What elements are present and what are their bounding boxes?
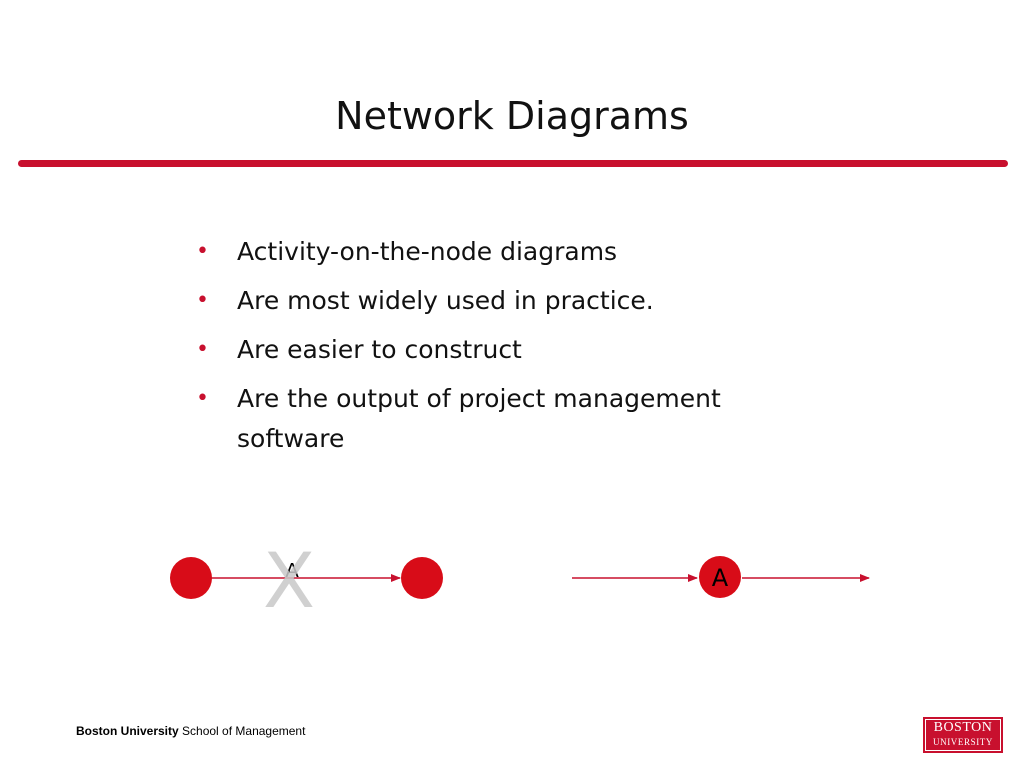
bullet-icon: •	[196, 288, 209, 313]
bullet-text: Are the output of project management sof…	[237, 384, 721, 453]
bullet-text: Are easier to construct	[237, 335, 522, 364]
footer-school: School of Management	[182, 724, 306, 738]
boston-university-logo: BOSTON UNIVERSITY	[923, 717, 1003, 753]
bullet-icon: •	[196, 239, 209, 264]
footer-institution: Boston University School of Management	[76, 724, 305, 738]
logo-line-2: UNIVERSITY	[933, 737, 993, 747]
bullet-text: Are most widely used in practice.	[237, 286, 654, 315]
network-diagram: A X A	[170, 536, 870, 625]
bullet-item: • Activity-on-the-node diagrams	[196, 232, 816, 272]
bullet-item: • Are the output of project management s…	[196, 379, 816, 459]
bullet-icon: •	[196, 386, 209, 411]
bullet-item: • Are easier to construct	[196, 330, 816, 370]
slide-title: Network Diagrams	[335, 94, 689, 138]
title-divider	[18, 160, 1008, 167]
bullet-icon: •	[196, 337, 209, 362]
logo-line-1: BOSTON	[933, 720, 993, 735]
aon-node-label: A	[712, 564, 729, 592]
aoa-activity-label: A	[285, 560, 299, 582]
aoa-start-node	[170, 557, 212, 599]
aoa-end-node	[401, 557, 443, 599]
footer-university: Boston University	[76, 724, 179, 738]
bullet-text: Activity-on-the-node diagrams	[237, 237, 618, 266]
cross-mark-icon: X	[263, 536, 315, 625]
bullet-item: • Are most widely used in practice.	[196, 281, 816, 321]
bullet-list: • Activity-on-the-node diagrams • Are mo…	[196, 232, 816, 468]
aon-node	[699, 556, 741, 598]
